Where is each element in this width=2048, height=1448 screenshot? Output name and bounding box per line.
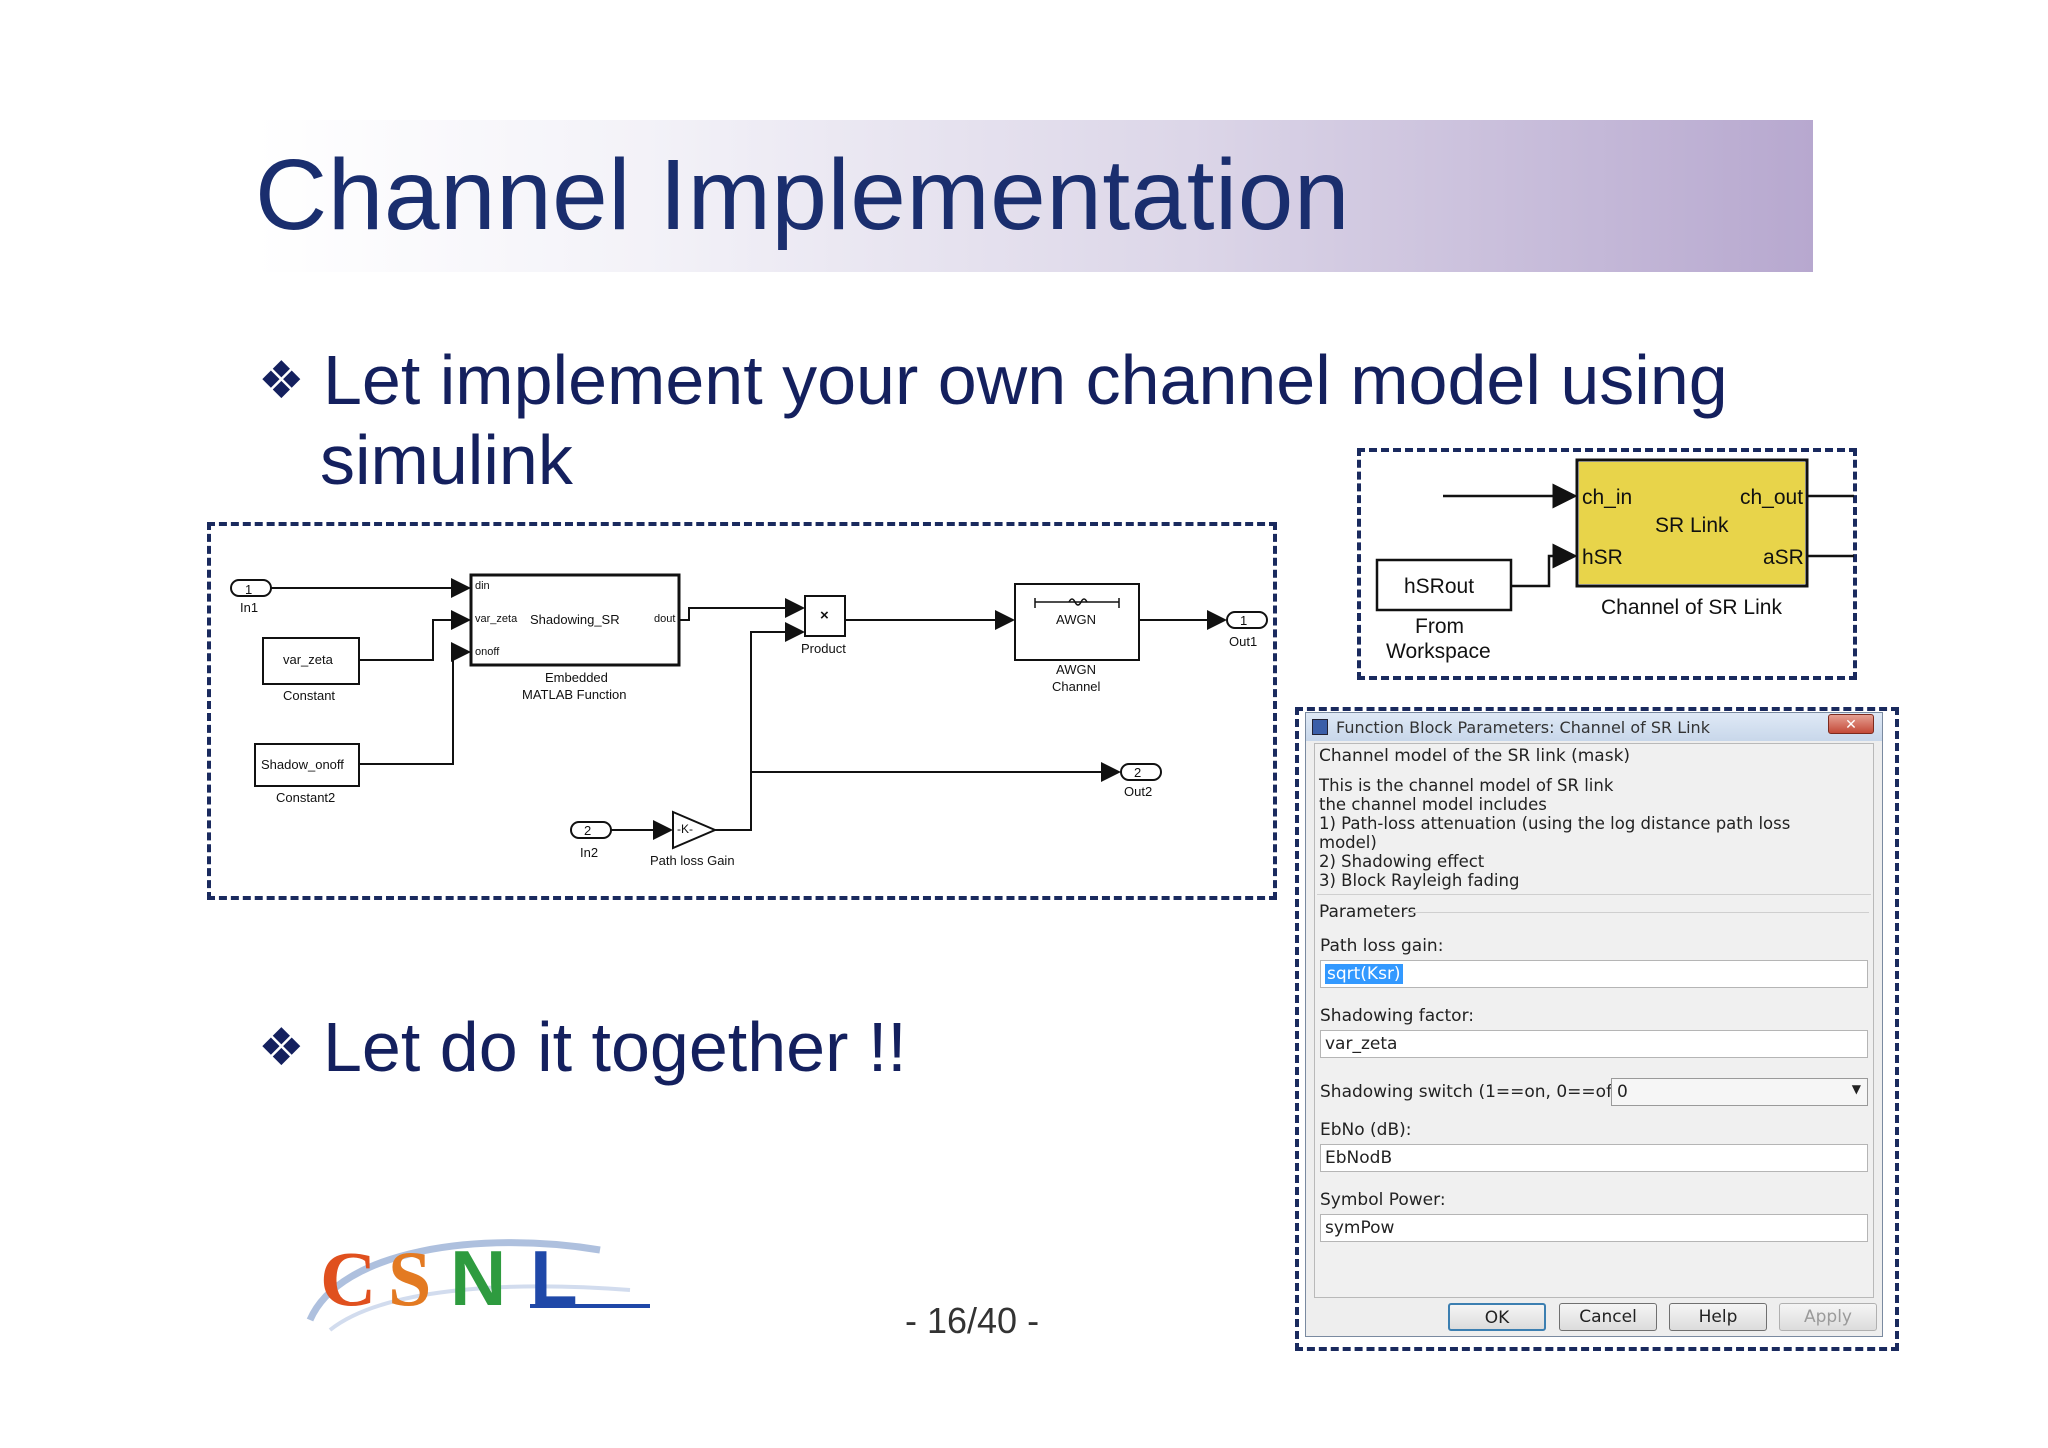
separator: [1405, 912, 1869, 913]
from-workspace-value: hSRout: [1404, 575, 1475, 598]
out2-label: Out2: [1124, 784, 1153, 799]
function-block-parameters-dialog: Function Block Parameters: Channel of SR…: [1305, 712, 1883, 1337]
close-icon[interactable]: ✕: [1828, 714, 1874, 734]
bullet-1-line2: simulink: [320, 421, 573, 499]
description-line-4: model): [1319, 833, 1377, 852]
path-loss-gain-label: Path loss gain:: [1320, 936, 1444, 956]
apply-button[interactable]: Apply: [1779, 1303, 1877, 1331]
title-band: [255, 120, 1813, 272]
constant-value: var_zeta: [283, 652, 333, 667]
sr-link-block-title: SR Link: [1655, 514, 1729, 537]
sr-link-caption: Channel of SR Link: [1601, 596, 1782, 619]
description-line-5: 2) Shadowing effect: [1319, 852, 1485, 871]
chevron-down-icon: ▼: [1851, 1082, 1861, 1096]
svg-text:C: C: [320, 1235, 376, 1322]
slide-title: Channel Implementation: [255, 139, 1350, 251]
mfunc-port-din: din: [475, 580, 490, 592]
awgn-channel-block[interactable]: [1014, 583, 1140, 661]
path-loss-gain-block[interactable]: [672, 810, 718, 850]
in2-label: In2: [580, 845, 599, 860]
help-button[interactable]: Help: [1669, 1303, 1767, 1331]
out2-port-number: 2: [1134, 765, 1142, 780]
out1-port[interactable]: [1226, 611, 1268, 629]
sr-link-frame: [1357, 448, 1857, 680]
simulink-diagram: [230, 573, 1268, 850]
from-workspace-label-line1: From: [1415, 615, 1464, 638]
dialog-frame: [1295, 707, 1899, 1351]
sr-link-port-asr: aSR: [1763, 546, 1804, 569]
dialog-title: Function Block Parameters: Channel of SR…: [1336, 718, 1710, 737]
simulink-app-icon: [1312, 719, 1328, 735]
shadowing-factor-field[interactable]: var_zeta: [1320, 1030, 1868, 1058]
awgn-name: AWGN: [1056, 612, 1096, 627]
in1-label: In1: [240, 600, 259, 615]
bullet-2-text: Let do it together !!: [323, 1008, 907, 1086]
gain-label: Path loss Gain: [650, 853, 735, 868]
sr-link-block[interactable]: [1575, 458, 1809, 588]
svg-text:S: S: [388, 1235, 431, 1322]
svg-text:L: L: [530, 1234, 578, 1322]
constant2-label: Constant2: [276, 790, 336, 805]
product-symbol: ×: [820, 607, 829, 624]
in1-port-number: 1: [245, 582, 253, 597]
bullet-diamond-icon: ❖: [258, 352, 305, 410]
mfunc-port-dout: dout: [654, 613, 676, 625]
description-line-3: 1) Path-loss attenuation (using the log …: [1319, 814, 1791, 833]
description-line-1: This is the channel model of SR link: [1319, 776, 1614, 795]
path-loss-gain-value: sqrt(Ksr): [1325, 964, 1403, 984]
mfunc-label-line2: MATLAB Function: [522, 687, 627, 702]
shadowing-switch-select[interactable]: 0 ▼: [1611, 1078, 1868, 1106]
constant2-value: Shadow_onoff: [261, 757, 344, 772]
description-line-6: 3) Block Rayleigh fading: [1319, 871, 1520, 890]
ok-button[interactable]: OK: [1448, 1303, 1546, 1331]
description-line-2: the channel model includes: [1319, 795, 1547, 814]
bullet-1-continued: simulink: [320, 420, 573, 500]
sr-link-port-ch-out: ch_out: [1740, 486, 1804, 509]
symbol-power-label: Symbol Power:: [1320, 1190, 1446, 1210]
path-loss-gain-field[interactable]: sqrt(Ksr): [1320, 960, 1868, 988]
bullet-1-line1: Let implement your own channel model usi…: [323, 341, 1728, 419]
page-number: - 16/40 -: [905, 1300, 1040, 1341]
constant-label: Constant: [283, 688, 336, 703]
separator: [1317, 894, 1871, 895]
parameters-header: Parameters: [1319, 902, 1417, 922]
from-workspace-label-line2: Workspace: [1386, 640, 1491, 663]
out1-port-number: 1: [1240, 613, 1248, 628]
sr-link-port-hsr: hSR: [1582, 546, 1623, 569]
gain-value: -K-: [677, 822, 693, 836]
mfunc-port-var-zeta: var_zeta: [475, 613, 518, 625]
in2-port-number: 2: [584, 823, 592, 838]
ebno-field[interactable]: EbNodB: [1320, 1144, 1868, 1172]
product-label: Product: [801, 641, 846, 656]
mfunc-label-line1: Embedded: [545, 670, 608, 685]
mfunc-port-onoff: onoff: [475, 646, 500, 658]
shadowing-switch-label: Shadowing switch (1==on, 0==off): [1320, 1082, 1625, 1102]
bullet-2: ❖ Let do it together !!: [258, 1007, 907, 1088]
ebno-label: EbNo (dB):: [1320, 1120, 1412, 1140]
csnl-logo: C S N L: [306, 1234, 650, 1332]
svg-text:N: N: [450, 1234, 506, 1322]
symbol-power-field[interactable]: symPow: [1320, 1214, 1868, 1242]
dialog-body: Channel model of the SR link (mask) This…: [1314, 743, 1874, 1298]
awgn-label-line2: Channel: [1052, 679, 1101, 694]
shadowing-switch-value: 0: [1617, 1082, 1628, 1102]
sr-link-port-ch-in: ch_in: [1582, 486, 1633, 509]
mask-header: Channel model of the SR link (mask): [1319, 746, 1631, 766]
simulink-diagram-frame: [207, 522, 1277, 900]
cancel-button[interactable]: Cancel: [1559, 1303, 1657, 1331]
out1-label: Out1: [1229, 634, 1258, 649]
product-block[interactable]: [804, 595, 846, 637]
bullet-1: ❖ Let implement your own channel model us…: [258, 340, 1728, 421]
shadowing-factor-label: Shadowing factor:: [1320, 1006, 1475, 1026]
bullet-diamond-icon: ❖: [258, 1019, 305, 1077]
mfunc-name: Shadowing_SR: [530, 612, 620, 627]
out2-port[interactable]: [1120, 763, 1162, 781]
sr-link-diagram: [1375, 458, 1854, 612]
dialog-titlebar[interactable]: Function Block Parameters: Channel of SR…: [1306, 713, 1882, 741]
awgn-label-line1: AWGN: [1056, 662, 1096, 677]
